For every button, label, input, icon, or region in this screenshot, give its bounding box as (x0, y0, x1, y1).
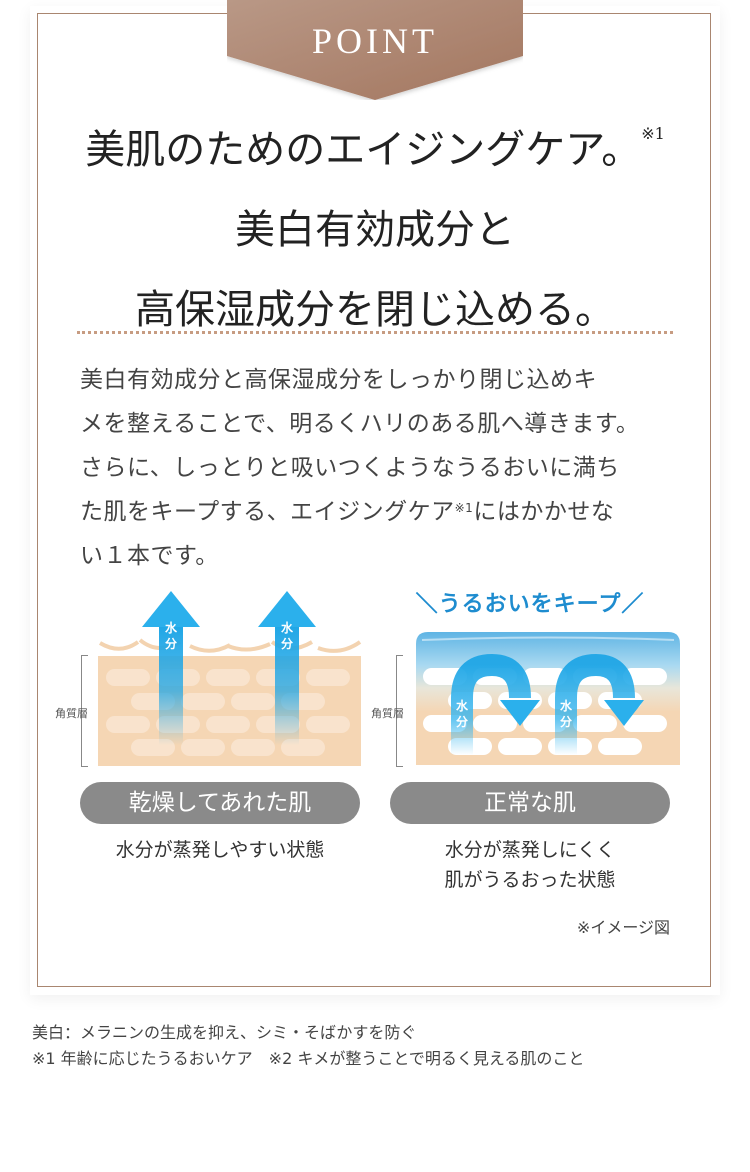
headline-line-1: 美肌のためのエイジングケア。※1 (85, 124, 665, 173)
point-label: POINT (312, 21, 438, 61)
headline-line-2: 美白有効成分と (235, 207, 515, 253)
footnote-line: 美白：メラニンの生成を抑え、シミ・そばかすを防ぐ (32, 1023, 417, 1042)
water-retained-arrow-icon (555, 653, 644, 755)
layer-bracket (396, 655, 403, 767)
keep-moisture-title: ＼うるおいをキープ／ (415, 592, 645, 617)
healthy-skin-caption: 水分が蒸発しにくく 肌がうるおった状態 (390, 835, 670, 895)
footnote-mark: ※1 (454, 501, 474, 515)
water-label: 水分 (164, 621, 177, 651)
body-line: さらに、しっとりと吸いつくようなうるおいに満ち (80, 455, 620, 481)
footnote-mark: ※1 (641, 124, 665, 143)
image-disclaimer: ※イメージ図 (576, 918, 670, 937)
caption-line: 肌がうるおった状態 (444, 869, 616, 891)
healthy-skin-illustration (416, 632, 680, 765)
body-line: メを整えることで、明るくハリのある肌へ導きます。 (80, 411, 640, 437)
dry-skin-caption: 水分が蒸発しやすい状態 (80, 835, 360, 865)
footnote-line: ※1 年齢に応じたうるおいケア ※2 キメが整うことで明るく見える肌のこと (32, 1049, 585, 1068)
point-ribbon-badge (227, 0, 523, 100)
stratum-corneum-label: 角質層 (371, 707, 404, 720)
water-label: 水分 (559, 699, 572, 729)
headline-line-3: 高保湿成分を閉じ込める。 (135, 287, 615, 333)
water-evaporating-arrow-icon (258, 591, 316, 745)
dotted-divider (77, 331, 673, 334)
dry-skin-label-pill: 乾燥してあれた肌 (80, 782, 360, 824)
caption-line: 水分が蒸発しにくく (444, 839, 616, 861)
layer-bracket (81, 655, 88, 767)
dry-skin-illustration (98, 591, 362, 766)
water-retained-arrow-icon (451, 653, 540, 755)
healthy-skin-diagram: ＼うるおいをキープ／ (370, 580, 690, 775)
body-line: た肌をキープする、エイジングケア※1にはかかせな (80, 499, 615, 525)
headline: 美肌のためのエイジングケア。※1 美白有効成分と 高保湿成分を閉じ込める。 (60, 110, 690, 350)
body-line: 美白有効成分と高保湿成分をしっかり閉じ込めキ (80, 367, 597, 393)
dry-skin-diagram: 水分 水分 角質層 (50, 580, 370, 775)
stratum-corneum-label: 角質層 (55, 707, 88, 720)
body-line: い１本です。 (80, 543, 219, 569)
water-evaporating-arrow-icon (142, 591, 200, 745)
body-paragraph: 美白有効成分と高保湿成分をしっかり閉じ込めキ メを整えることで、明るくハリのある… (80, 358, 680, 578)
water-label: 水分 (280, 621, 293, 651)
water-label: 水分 (455, 699, 468, 729)
point-card (30, 6, 720, 995)
caption-line: 水分が蒸発しやすい状態 (115, 839, 325, 861)
healthy-skin-label-pill: 正常な肌 (390, 782, 670, 824)
footnotes: 美白：メラニンの生成を抑え、シミ・そばかすを防ぐ ※1 年齢に応じたうるおいケア… (32, 1020, 732, 1072)
